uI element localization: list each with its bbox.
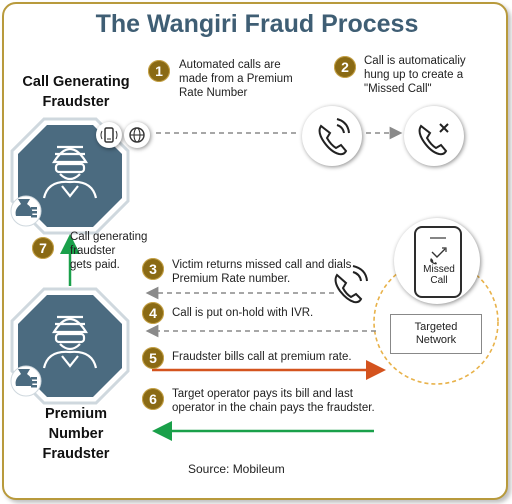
step-1-badge: 1 <box>148 60 170 82</box>
step-1-text: Automated calls are made from a Premium … <box>179 58 293 100</box>
step-7-badge: 7 <box>32 237 54 259</box>
missed-call-line2: Call <box>430 275 448 286</box>
step-1-line2: made from a Premium <box>179 73 293 85</box>
step-2-text: Call is automaticaliy hung up to create … <box>364 54 466 96</box>
step-1-line3: Rate Number <box>179 87 248 99</box>
step-7-line2: fraudster <box>70 245 116 257</box>
step-6-text: Target operator pays its bill and last o… <box>172 387 375 415</box>
step-4-line1: Call is put on-hold with IVR. <box>172 307 314 319</box>
targeted-network-box: Targeted Network <box>390 314 482 354</box>
globe-icon <box>124 122 150 148</box>
step-4-badge: 4 <box>142 302 164 324</box>
fraudster-top-octagon-icon <box>10 117 130 235</box>
step-6-badge: 6 <box>142 388 164 410</box>
step-6-line2: operator in the chain pays the fraudster… <box>172 402 375 414</box>
diagram-graphics <box>10 117 499 441</box>
phone-hangup-icon <box>404 106 464 166</box>
network-line2: Network <box>415 334 457 346</box>
step-5-text: Fraudster bills call at premium rate. <box>172 350 352 364</box>
actor-bottom-line3: Fraudster <box>42 446 110 462</box>
missed-call-arrow-icon <box>430 237 447 265</box>
step-1-line1: Automated calls are <box>179 59 281 71</box>
fraudster-bottom-octagon-icon <box>10 287 130 405</box>
step-2-line2: hung up to create a <box>364 69 464 81</box>
step-4-text: Call is put on-hold with IVR. <box>172 306 313 320</box>
missed-call-line1: Missed <box>423 264 455 275</box>
step-6-line1: Target operator pays its bill and last <box>172 388 353 400</box>
step-2-line1: Call is automaticaliy <box>364 55 466 67</box>
actor-bottom-line2: Number <box>48 426 104 442</box>
step-7-line1: Call generating <box>70 231 148 243</box>
mobile-phone-icon: Missed Call <box>414 226 462 298</box>
missed-call-label: Missed Call <box>416 264 462 286</box>
step-7-line3: gets paid. <box>70 259 120 271</box>
premium-number-fraudster-label: Premium Number Fraudster <box>8 404 144 464</box>
source-credit: Source: Mobileum <box>188 462 285 476</box>
page-title: The Wangiri Fraud Process <box>95 10 419 38</box>
mobile-device-icon <box>96 122 122 148</box>
call-generating-fraudster-label: Call Generating Fraudster <box>8 72 144 112</box>
money-bag-bottom-icon <box>10 365 42 397</box>
actor-top-line2: Fraudster <box>42 94 110 110</box>
step-2-line3: "Missed Call" <box>364 83 432 95</box>
actor-bottom-line1: Premium <box>44 406 108 422</box>
network-line1: Targeted <box>414 321 458 333</box>
step-3-line1: Victim returns missed call and dials <box>172 259 352 271</box>
actor-top-line1: Call Generating <box>22 74 130 90</box>
step-3-text: Victim returns missed call and dials Pre… <box>172 258 351 286</box>
network-dashed-circle <box>373 259 499 385</box>
step-2-badge: 2 <box>334 56 356 78</box>
money-bag-top-icon <box>10 195 42 227</box>
step-5-badge: 5 <box>142 347 164 369</box>
diagram-frame: The Wangiri Fraud Process Call Generatin… <box>2 2 508 500</box>
phone-callback-icon <box>334 265 368 304</box>
step-3-badge: 3 <box>142 258 164 280</box>
phone-ringing-icon <box>302 106 362 166</box>
step-5-line1: Fraudster bills call at premium rate. <box>172 351 352 363</box>
step-7-text: Call generating fraudster gets paid. <box>70 230 147 272</box>
step-3-line2: Premium Rate number. <box>172 273 291 285</box>
